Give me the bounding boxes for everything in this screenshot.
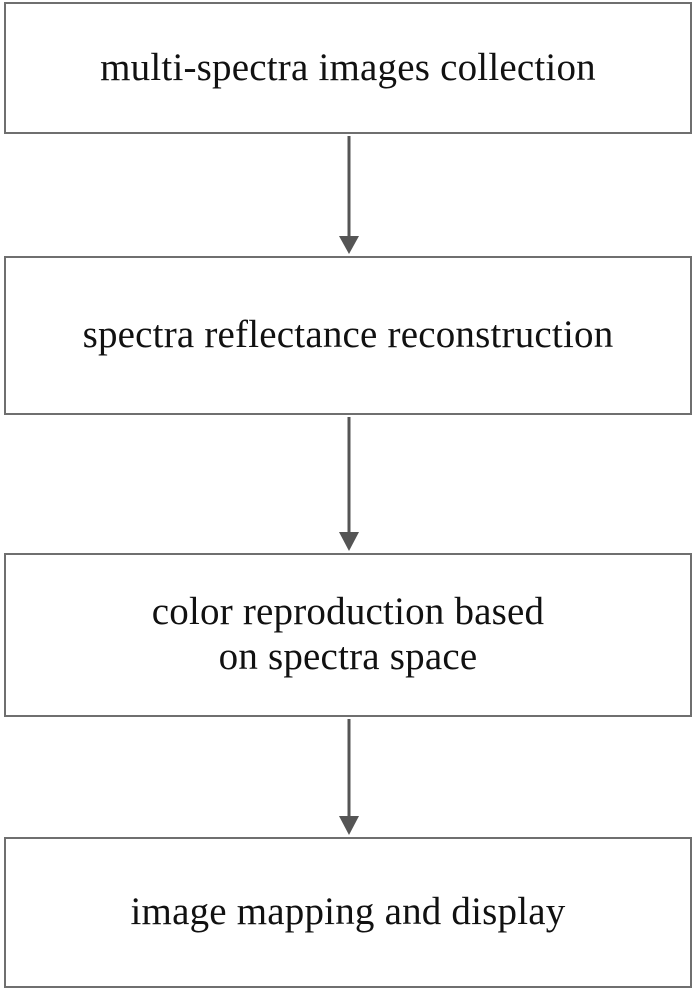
- step-box-reflectance-reconstruction: spectra reflectance reconstruction: [4, 256, 692, 415]
- step-label-image-collection: multi-spectra images collection: [100, 45, 596, 89]
- arrow-1-to-2: [339, 136, 359, 254]
- step-box-mapping-display: image mapping and display: [4, 837, 692, 988]
- arrow-3-to-4: [339, 719, 359, 835]
- step-box-color-reproduction: color reproduction based on spectra spac…: [4, 553, 692, 717]
- step-box-image-collection: multi-spectra images collection: [4, 2, 692, 134]
- step-label-color-reproduction: color reproduction based on spectra spac…: [151, 590, 545, 678]
- arrow-2-to-3: [339, 417, 359, 551]
- step-label-reflectance-reconstruction: spectra reflectance reconstruction: [82, 313, 614, 357]
- step-label-mapping-display: image mapping and display: [130, 890, 566, 934]
